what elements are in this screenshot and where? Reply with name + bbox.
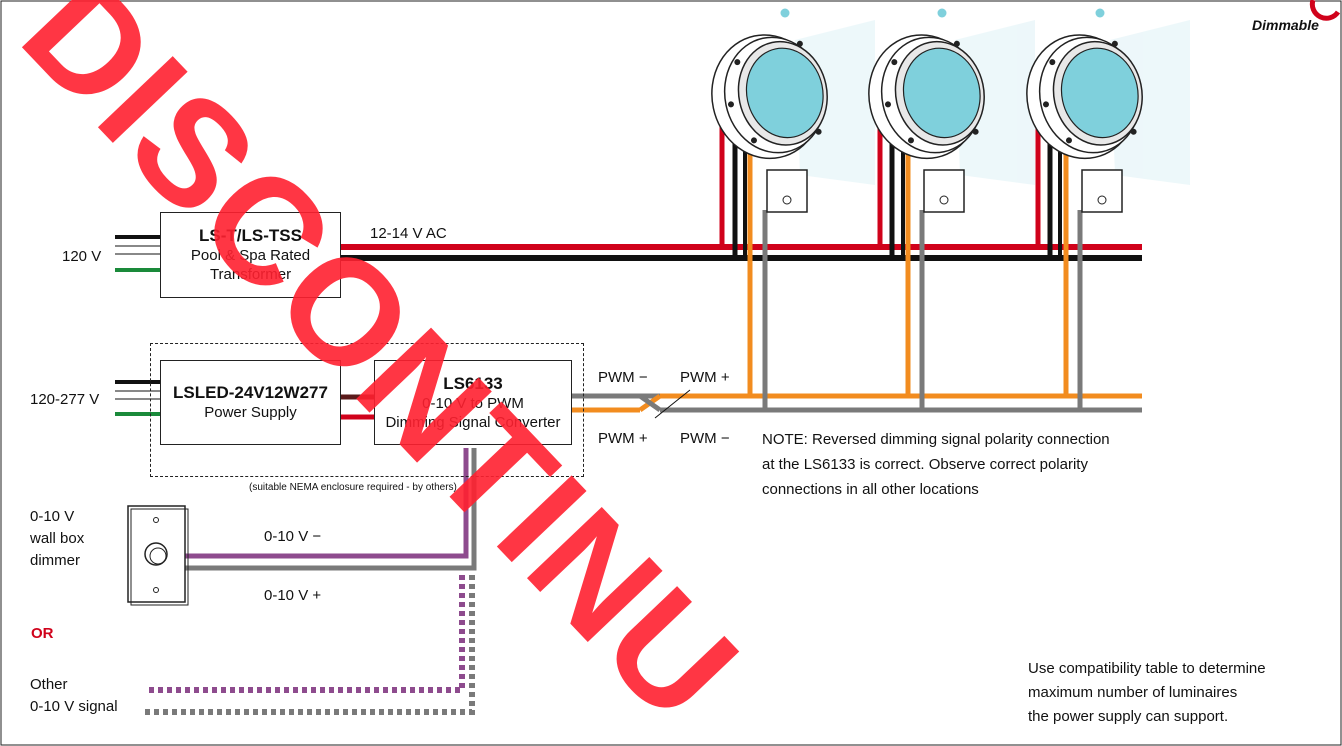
pwm-minus-top-label: PWM −	[598, 369, 648, 386]
compat-line-1: Use compatibility table to determine	[1028, 660, 1266, 677]
pwm-bus-wires	[572, 150, 1142, 419]
power-supply-line1: Power Supply	[204, 404, 297, 421]
pwm-plus-top-label: PWM +	[680, 369, 730, 386]
compat-line-3: the power supply can support.	[1028, 708, 1229, 725]
nema-enclosure	[150, 343, 584, 477]
transformer-line1: Pool & Spa Rated	[190, 247, 311, 264]
input-120v-label: 120 V	[62, 248, 102, 265]
dimmer-label-2: wall box	[30, 530, 85, 547]
enclosure-note: (suitable NEMA enclosure required - by o…	[249, 482, 457, 493]
power-supply-title: LSLED-24V12W277	[173, 383, 328, 402]
transformer-title: LS-T/LS-TSS	[199, 226, 302, 245]
dimmer-label-3: dimmer	[30, 552, 81, 569]
note-line-2: at the LS6133 is correct. Observe correc…	[762, 456, 1088, 473]
input-120-277v-label: 120-277 V	[30, 391, 100, 408]
power-supply-input-wires	[115, 380, 162, 416]
note-line-3: connections in all other locations	[762, 481, 979, 498]
luminaire-3	[1026, 8, 1143, 213]
pwm-plus-bottom-label: PWM +	[598, 430, 648, 447]
converter-line2: Dimming Signal Converter	[385, 413, 561, 431]
note-line-1: NOTE: Reversed dimming signal polarity c…	[762, 431, 1110, 448]
other-signal-label-2: 0-10 V signal	[30, 698, 118, 715]
power-supply-box: LSLED-24V12W277 Power Supply	[160, 360, 341, 445]
pwm-minus-bottom-label: PWM −	[680, 430, 730, 447]
dimmer-control-wires	[185, 448, 477, 571]
dimmable-badge-label: Dimmable	[1252, 17, 1319, 33]
compat-line-2: maximum number of luminaires	[1028, 684, 1238, 701]
converter-box: LS6133 0-10 V to PWM Dimming Signal Conv…	[374, 360, 572, 445]
dimmer-minus-label: 0-10 V −	[264, 528, 322, 545]
transformer-box: LS-T/LS-TSS Pool & Spa Rated Transformer	[160, 212, 341, 298]
dimmable-badge-icon	[1309, 0, 1341, 21]
alternative-signal-wires	[145, 575, 475, 715]
ac-output-label: 12-14 V AC	[370, 225, 447, 242]
luminaire-2	[868, 8, 985, 213]
dimmer-label-1: 0-10 V	[30, 508, 75, 525]
converter-line1: 0-10 V to PWM	[422, 394, 524, 412]
other-signal-label-1: Other	[30, 676, 68, 693]
ps-to-converter-wires	[340, 394, 375, 420]
transformer-input-wires	[115, 235, 162, 272]
dimmer-plus-label: 0-10 V +	[264, 587, 322, 604]
converter-title: LS6133	[443, 373, 503, 393]
luminaire-1	[711, 8, 828, 213]
transformer-line2: Transformer	[209, 266, 292, 283]
or-label: OR	[31, 625, 54, 642]
wall-box-dimmer	[127, 505, 189, 606]
